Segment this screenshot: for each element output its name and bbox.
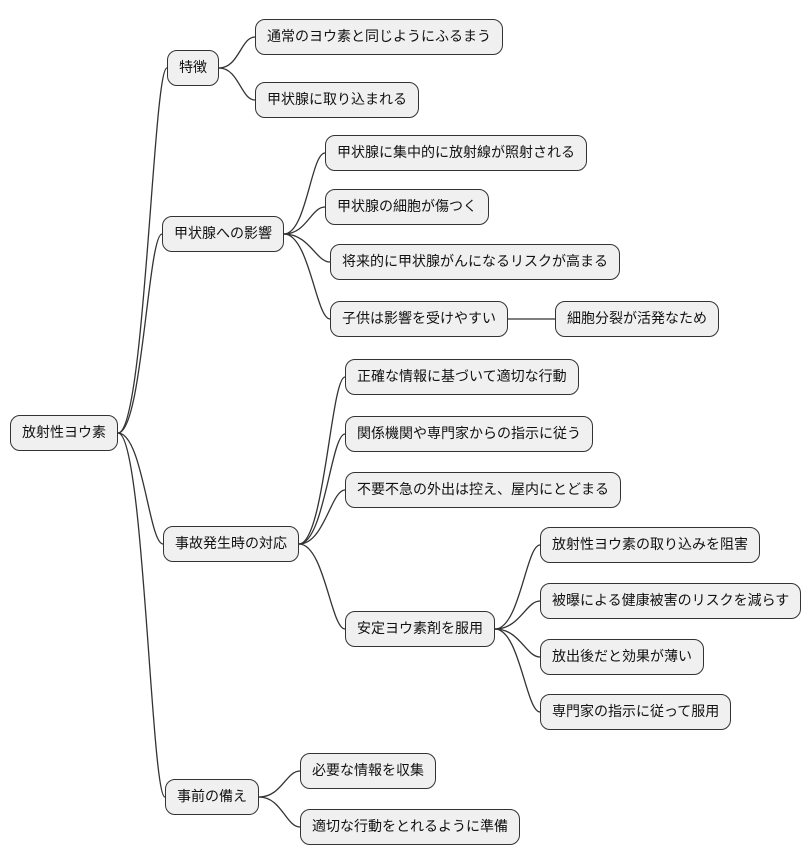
node-response-take-stable-iodine: 安定ヨウ素剤を服用 [345, 611, 495, 647]
edge-1-to-child-1 [283, 206, 326, 235]
node-prep-ready-to-act: 適切な行動をとれるように準備 [300, 809, 520, 845]
node-advance-preparation: 事前の備え [165, 779, 259, 815]
node-effect-thyroid-cells-damaged: 甲状腺の細胞が傷つく [325, 189, 489, 225]
edge-3-to-child-1 [494, 600, 541, 630]
node-effect-children-susceptible: 子供は影響を受けやすい [330, 301, 508, 337]
edge-2-to-child-3 [298, 543, 346, 630]
node-prep-gather-info: 必要な情報を収集 [300, 753, 436, 789]
node-iodine-less-effective-after-release: 放出後だと効果が薄い [540, 639, 704, 675]
edge-3-to-child-2 [494, 628, 541, 658]
edge-root-to-child-2 [117, 432, 164, 545]
edge-3-to-child-3 [494, 628, 541, 713]
node-accident-response: 事故発生時の対応 [163, 526, 299, 562]
edge-1-to-child-3 [283, 233, 331, 320]
edge-root-to-child-3 [117, 432, 166, 798]
node-iodine-reduces-health-risk: 被曝による健康被害のリスクを減らす [540, 583, 802, 619]
node-iodine-take-under-expert-guidance: 専門家の指示に従って服用 [540, 694, 732, 730]
edge-2-to-child-2 [298, 489, 346, 545]
edge-0-to-child-0 [218, 36, 256, 69]
edge-3-to-child-0 [494, 544, 541, 630]
edge-3-to-child-0 [258, 770, 301, 798]
node-features: 特徴 [167, 50, 219, 86]
edge-0-to-child-1 [218, 67, 256, 101]
edge-2-to-child-1 [298, 433, 346, 545]
edge-1-to-child-2 [283, 233, 331, 263]
node-response-act-on-accurate-info: 正確な情報に基づいて適切な行動 [345, 359, 579, 395]
edge-1-to-child-0 [283, 152, 326, 235]
node-thyroid-effects: 甲状腺への影響 [162, 216, 284, 252]
edge-3-to-child-1 [258, 796, 301, 828]
node-radioactive-iodine: 放射性ヨウ素 [10, 415, 118, 451]
edge-root-to-child-1 [117, 233, 163, 434]
node-feature-taken-into-thyroid: 甲状腺に取り込まれる [255, 82, 419, 118]
node-feature-behaves-like-normal-iodine: 通常のヨウ素と同じようにふるまう [255, 19, 503, 55]
node-response-follow-official-instructions: 関係機関や専門家からの指示に従う [345, 416, 593, 452]
edge-root-to-child-0 [117, 67, 168, 434]
node-effect-concentrated-radiation: 甲状腺に集中的に放射線が照射される [325, 135, 587, 171]
node-effect-future-cancer-risk: 将来的に甲状腺がんになるリスクが高まる [330, 244, 620, 280]
node-response-stay-indoors: 不要不急の外出は控え、屋内にとどまる [345, 472, 621, 508]
edge-2-to-child-0 [298, 376, 346, 545]
node-reason-active-cell-division: 細胞分裂が活発なため [555, 301, 719, 337]
node-iodine-blocks-uptake: 放射性ヨウ素の取り込みを阻害 [540, 527, 760, 563]
